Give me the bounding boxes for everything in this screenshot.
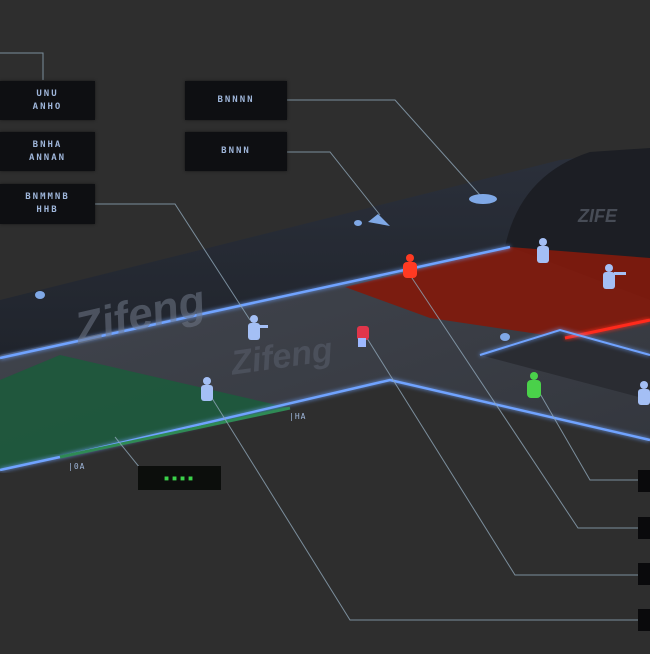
green-zone (0, 355, 290, 470)
figure-green (527, 372, 541, 398)
label-line: ANHO (32, 101, 63, 112)
floor-tag-1: |HA (289, 412, 307, 421)
label-box-3: BNMMNB HHB (0, 184, 95, 224)
label-box-5: BNNN (185, 132, 287, 171)
right-step (480, 330, 650, 400)
label-box-1: UNU ANHO (0, 81, 95, 120)
label-line: BNMMNB (25, 192, 70, 202)
edge-mid (59, 378, 650, 459)
edge-low (0, 455, 61, 472)
edge-tab-1 (638, 470, 650, 492)
figure-blue-3 (248, 315, 268, 340)
label-line: UNU (36, 88, 59, 99)
wall-markers (35, 194, 510, 341)
edge-tab-2 (638, 517, 650, 539)
label-line: BNNN (221, 146, 251, 156)
edge-right (479, 328, 650, 356)
label-box-2: BNHA ANNAN (0, 132, 95, 171)
figure-blue-1 (537, 238, 549, 263)
figure-blue-2 (603, 264, 626, 289)
edge-green (59, 406, 291, 459)
label-line: ANNAN (28, 152, 67, 163)
label-line: BNNNN (217, 95, 255, 105)
edge-tab-4 (638, 609, 650, 631)
red-zone (345, 247, 650, 338)
floor-tag-2: |0A (68, 462, 86, 471)
figure-red-1 (403, 254, 417, 278)
edge-top (0, 245, 511, 360)
label-box-4: BNNNN (185, 81, 287, 120)
figure-blue-5 (638, 381, 650, 405)
edge-tab-3 (638, 563, 650, 585)
status-panel: ▪▪▪▪ (138, 466, 221, 490)
tunnel-brand: ZIFE (577, 206, 618, 226)
label-line: HHB (36, 205, 59, 215)
callout-lines (0, 52, 640, 621)
label-line: BNHA (32, 139, 63, 150)
figure-blue-4 (201, 377, 213, 401)
figure-red-2 (357, 326, 369, 347)
